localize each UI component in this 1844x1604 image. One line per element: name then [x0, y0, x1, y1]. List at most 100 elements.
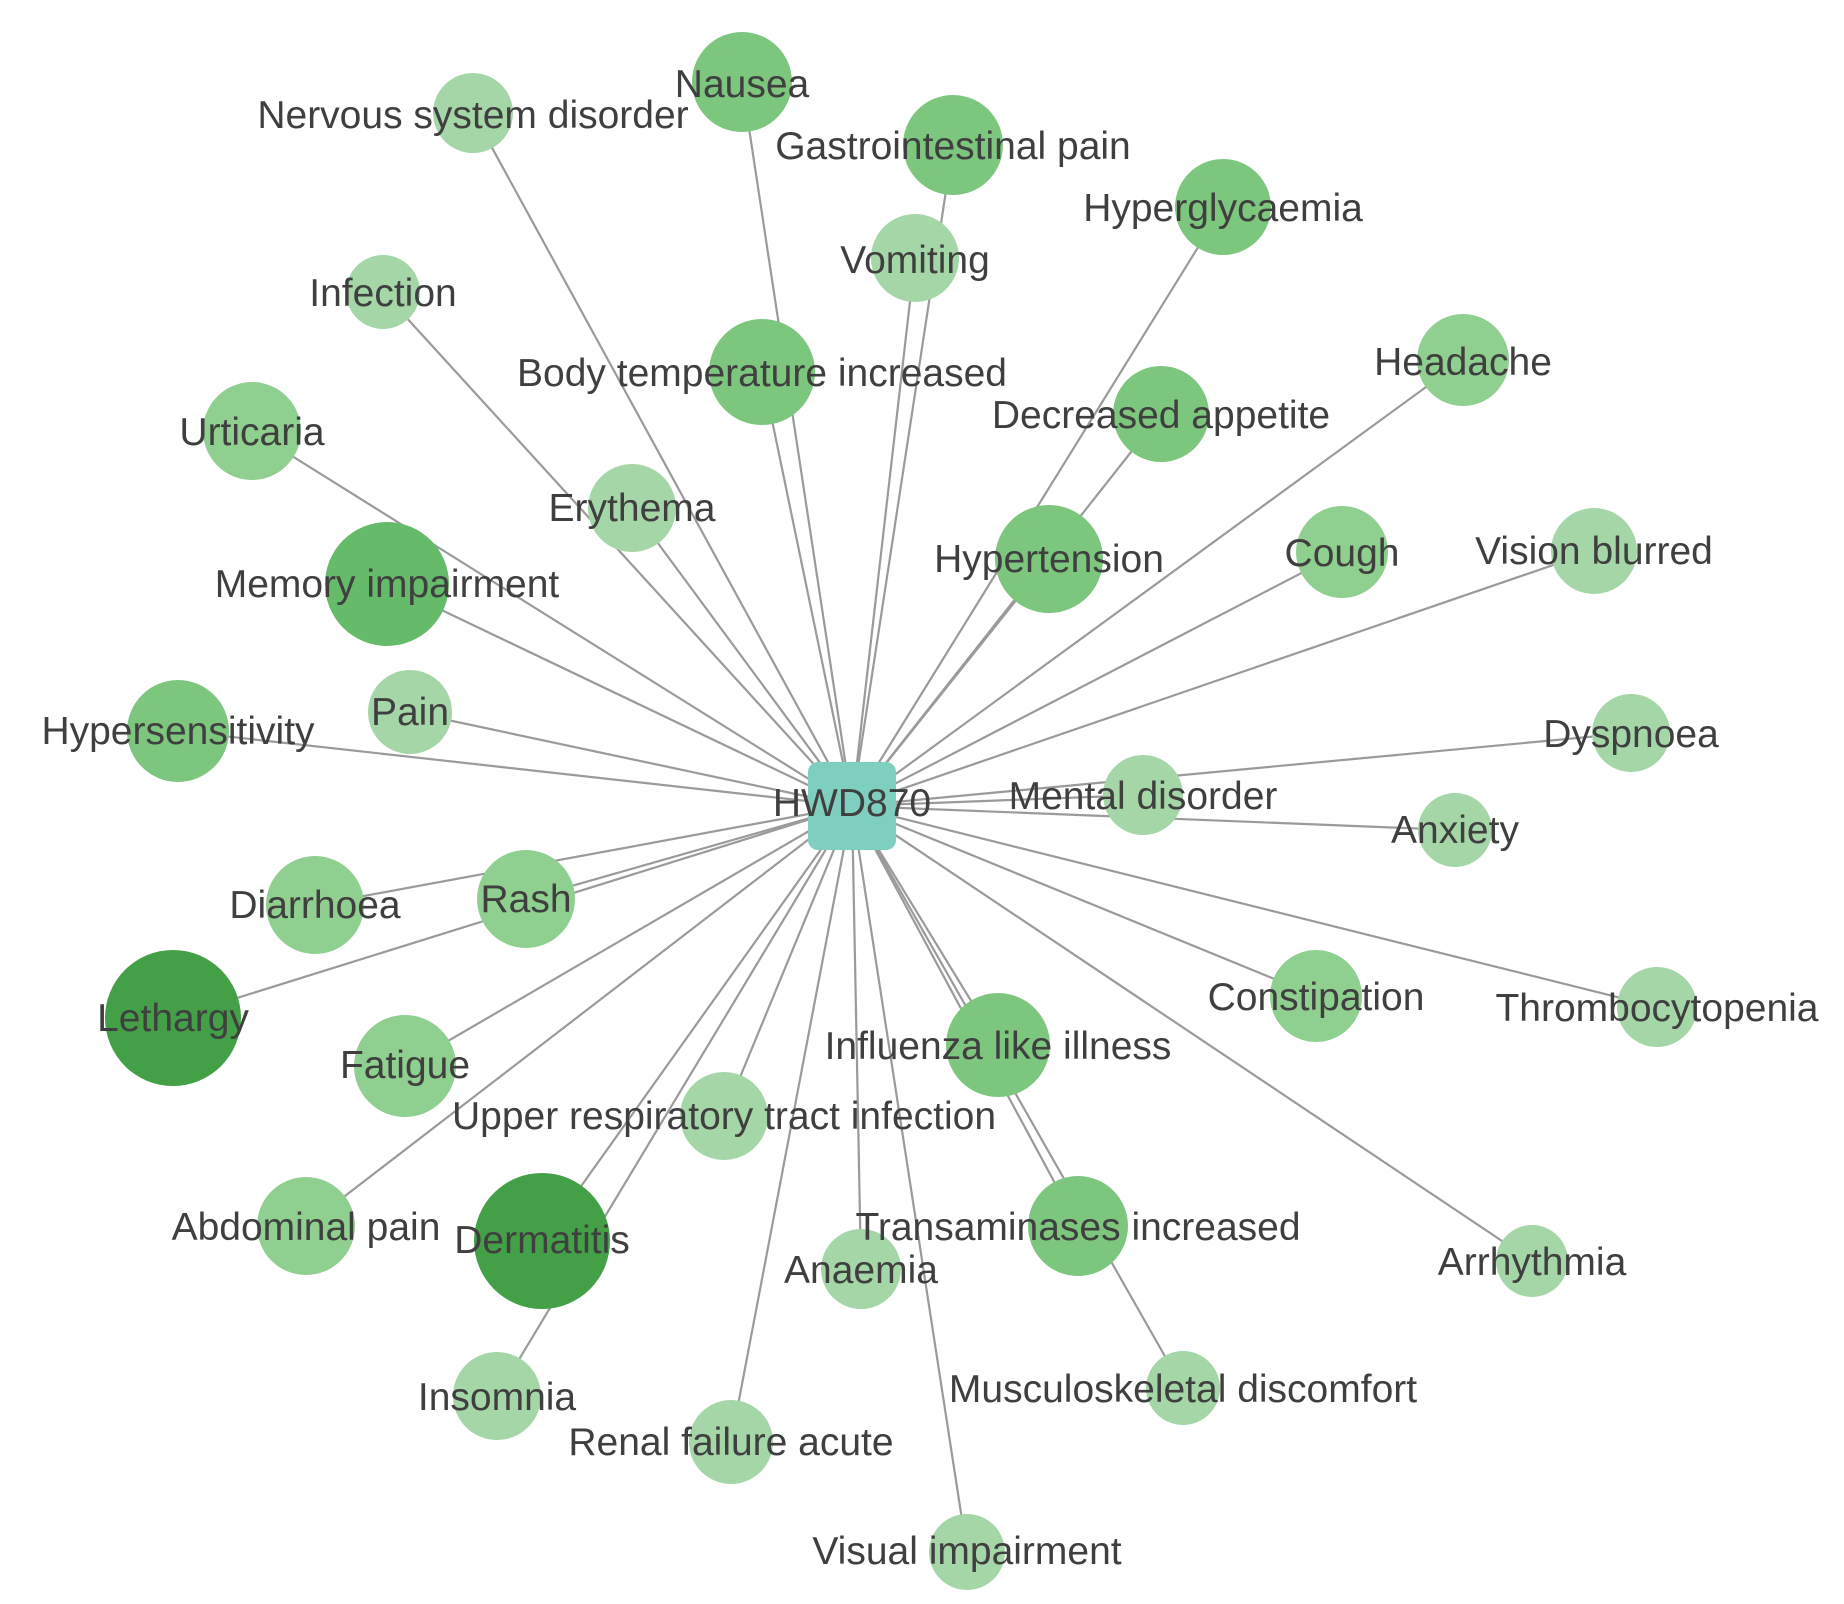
label-gastrointestinal-pain: Gastrointestinal pain [775, 125, 1131, 168]
edge-cough [851, 551, 1343, 807]
edge-renal-failure-acute [729, 805, 854, 1443]
label-anaemia: Anaemia [784, 1249, 938, 1292]
label-rash: Rash [480, 878, 571, 921]
edge-nervous-system-disorder [472, 112, 853, 807]
label-lethargy: Lethargy [97, 997, 249, 1040]
node-vomiting [871, 214, 959, 302]
label-urticaria: Urticaria [179, 411, 324, 454]
node-pain [368, 670, 452, 754]
label-diarrhoea: Diarrhoea [229, 884, 401, 927]
node-urticaria [203, 382, 301, 480]
label-nervous-system-disorder: Nervous system disorder [257, 94, 688, 137]
node-visual-impairment [929, 1514, 1005, 1590]
node-anaemia [821, 1229, 901, 1309]
node-anxiety [1418, 793, 1492, 867]
node-dyspnoea [1592, 694, 1670, 772]
edge-upper-respiratory-tract-infection [722, 805, 854, 1117]
node-hypertension [995, 505, 1103, 613]
label-hyperglycaemia: Hyperglycaemia [1083, 187, 1363, 230]
node-memory-impairment [325, 522, 449, 646]
node-headache [1417, 314, 1509, 406]
edge-constipation [851, 804, 1317, 998]
label-arrhythmia: Arrhythmia [1438, 1241, 1627, 1284]
edge-erythema [631, 507, 853, 807]
label-anxiety: Anxiety [1391, 809, 1519, 852]
edge-musculoskeletal-discomfort [851, 805, 1184, 1389]
label-pain: Pain [371, 691, 449, 734]
edge-headache [851, 359, 1464, 807]
node-renal-failure-acute [689, 1400, 773, 1484]
edge-arrhythmia [851, 805, 1533, 1262]
node-hypersensitivity [127, 680, 229, 782]
label-hypertension: Hypertension [934, 538, 1164, 581]
node-mental-disorder [1103, 755, 1183, 835]
node-thrombocytopenia [1617, 967, 1697, 1047]
label-hypersensitivity: Hypersensitivity [41, 710, 315, 753]
labels-layer: Nervous system disorderNauseaGastrointes… [41, 63, 1818, 1573]
edge-rash [525, 804, 853, 901]
node-nausea [692, 32, 792, 132]
label-influenza-like-illness: Influenza like illness [825, 1025, 1172, 1068]
node-musculoskeletal-discomfort [1146, 1351, 1220, 1425]
hub-square [808, 762, 896, 850]
node-insomnia [453, 1352, 541, 1440]
label-decreased-appetite: Decreased appetite [992, 394, 1330, 437]
node-abdominal-pain [257, 1177, 355, 1275]
hub-node: HWD870 [773, 762, 931, 850]
edge-thrombocytopenia [851, 804, 1658, 1009]
node-influenza-like-illness [946, 993, 1050, 1097]
edge-abdominal-pain [305, 805, 853, 1227]
hub-label: HWD870 [773, 782, 931, 825]
label-nausea: Nausea [675, 63, 810, 106]
edge-vomiting [850, 257, 917, 807]
label-abdominal-pain: Abdominal pain [172, 1206, 441, 1249]
node-gastrointestinal-pain [903, 95, 1003, 195]
edge-fatigue [404, 805, 853, 1067]
node-rash [477, 850, 575, 948]
node-nervous-system-disorder [433, 73, 513, 153]
edge-dyspnoea [851, 731, 1632, 808]
label-infection: Infection [309, 272, 456, 315]
edges-layer [172, 81, 1658, 1553]
edge-mental-disorder [851, 793, 1144, 808]
label-vision-blurred: Vision blurred [1475, 530, 1713, 573]
label-cough: Cough [1285, 532, 1400, 575]
node-erythema [588, 464, 676, 552]
edge-vision-blurred [851, 549, 1595, 808]
node-cough [1296, 506, 1388, 598]
node-diarrhoea [266, 856, 364, 954]
node-vision-blurred [1551, 508, 1637, 594]
edge-diarrhoea [314, 804, 853, 907]
nodes-layer [105, 32, 1697, 1590]
edge-visual-impairment [850, 805, 969, 1553]
edge-urticaria [251, 430, 853, 807]
label-dermatitis: Dermatitis [454, 1219, 630, 1262]
node-infection [346, 255, 420, 329]
label-musculoskeletal-discomfort: Musculoskeletal discomfort [949, 1368, 1417, 1411]
label-body-temperature-increased: Body temperature increased [517, 352, 1007, 395]
label-thrombocytopenia: Thrombocytopenia [1495, 987, 1818, 1030]
label-erythema: Erythema [549, 487, 716, 530]
edge-dermatitis [541, 805, 853, 1242]
node-body-temperature-increased [709, 319, 815, 425]
label-renal-failure-acute: Renal failure acute [568, 1421, 893, 1464]
label-visual-impairment: Visual impairment [812, 1530, 1121, 1573]
edge-memory-impairment [386, 583, 853, 807]
label-fatigue: Fatigue [340, 1044, 470, 1087]
node-dermatitis [474, 1173, 610, 1309]
label-transaminases-increased: Transaminases increased [855, 1206, 1300, 1249]
label-headache: Headache [1374, 341, 1552, 384]
label-mental-disorder: Mental disorder [1009, 775, 1278, 818]
node-upper-respiratory-tract-infection [680, 1072, 768, 1160]
edge-anaemia [850, 805, 863, 1270]
node-hyperglycaemia [1175, 159, 1271, 255]
label-constipation: Constipation [1208, 976, 1425, 1019]
node-arrhythmia [1496, 1225, 1568, 1297]
edge-pain [409, 710, 853, 808]
label-memory-impairment: Memory impairment [215, 563, 560, 606]
edge-hypersensitivity [177, 729, 853, 808]
label-insomnia: Insomnia [418, 1376, 577, 1419]
node-decreased-appetite [1113, 366, 1209, 462]
